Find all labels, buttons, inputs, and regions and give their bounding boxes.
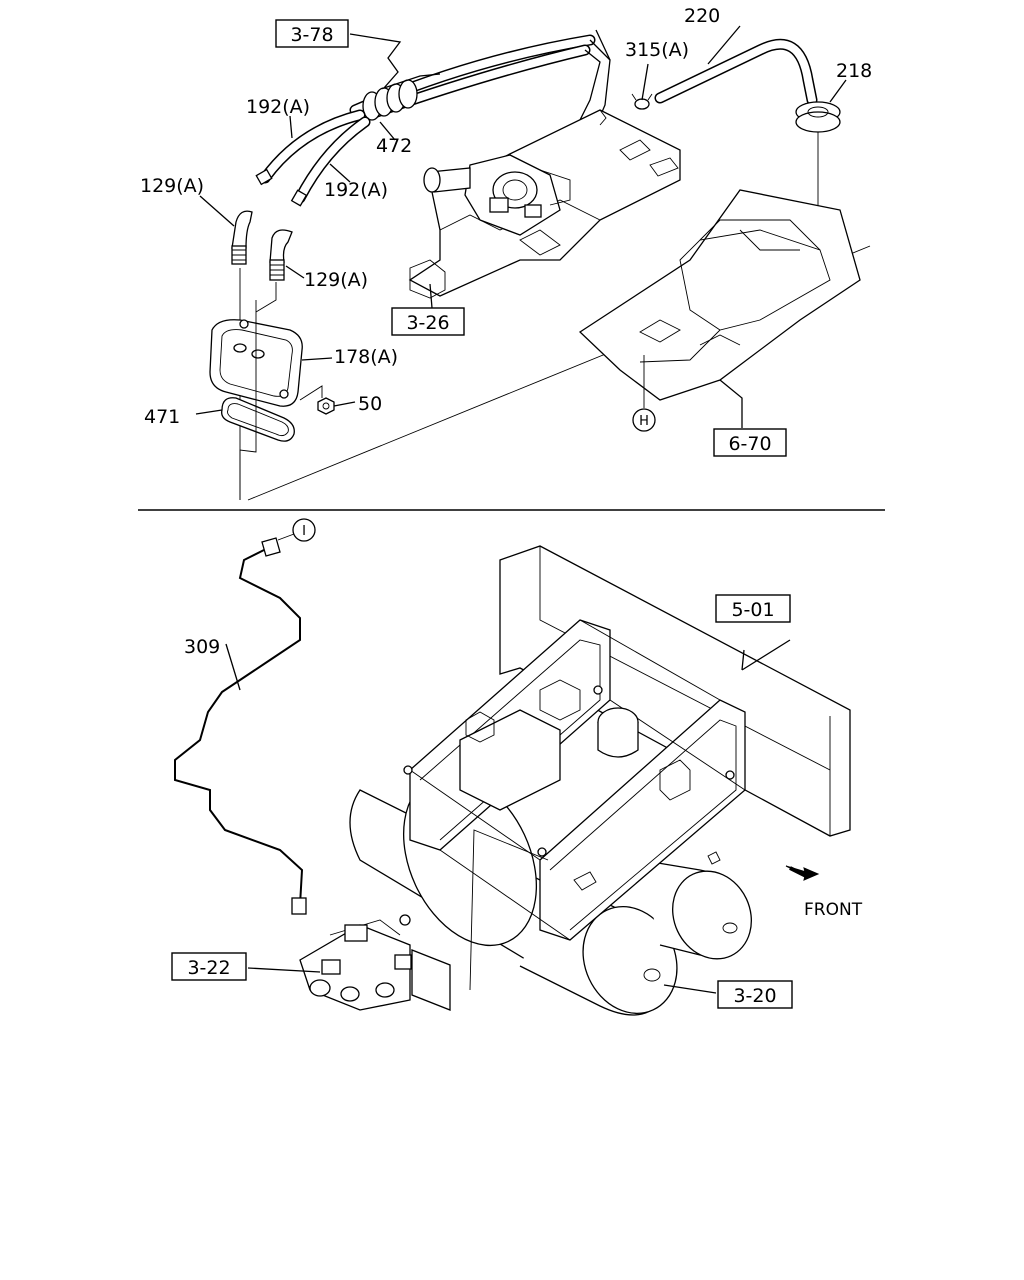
svg-text:3-26: 3-26 (406, 312, 449, 334)
label-192a-top: 192(A) (246, 96, 310, 118)
leader-50 (333, 401, 356, 407)
hoses-192a (255, 109, 371, 207)
label-472: 472 (376, 135, 412, 157)
leader-220 (707, 25, 741, 65)
svg-text:3-22: 3-22 (187, 957, 230, 979)
leader-192a-2 (329, 163, 351, 183)
front-arrow-icon (785, 865, 820, 881)
leader-129a-1 (199, 195, 235, 227)
leader-192a-1 (289, 115, 293, 139)
label-129a-right: 129(A) (304, 269, 368, 291)
ref-box-3-26: 3-26 (391, 307, 465, 336)
label-178a: 178(A) (334, 346, 398, 368)
connector-symbol-i: I (292, 518, 316, 542)
label-50: 50 (358, 393, 382, 415)
leader-315a (641, 63, 649, 101)
leader-322 (247, 967, 321, 973)
label-218: 218 (836, 60, 872, 82)
hose-220 (654, 38, 818, 106)
ref-box-3-22: 3-22 (171, 952, 247, 981)
ref-box-3-20: 3-20 (717, 980, 793, 1009)
svg-text:3-20: 3-20 (733, 985, 776, 1007)
ref-box-6-70: 6-70 (713, 428, 787, 457)
gasket-471 (221, 397, 295, 442)
front-direction-label: FRONT (804, 900, 863, 920)
leader-378 (349, 33, 441, 90)
svg-text:I: I (302, 524, 306, 539)
svg-text:6-70: 6-70 (728, 433, 771, 455)
svg-text:3-78: 3-78 (290, 24, 333, 46)
label-220: 220 (684, 5, 720, 27)
ref-box-5-01: 5-01 (715, 594, 791, 623)
label-309: 309 (184, 636, 220, 658)
leader-471 (195, 409, 223, 415)
leader-178a (301, 357, 333, 361)
svg-text:H: H (639, 414, 649, 429)
leader-hose-top (595, 29, 611, 61)
bracket-valve-assembly (408, 109, 681, 299)
cab-floor-panel (578, 189, 861, 401)
connector-symbol-h: H (632, 408, 656, 432)
hose-assembly-472 (349, 34, 611, 171)
grommet-218 (795, 101, 841, 133)
leader-valve-to-frame (469, 829, 549, 991)
nut-50 (317, 397, 335, 415)
leader-670 (719, 379, 743, 428)
leader-309 (225, 643, 241, 691)
leader-129a-2 (285, 265, 305, 279)
section-vertical-line (239, 300, 257, 500)
label-471: 471 (144, 406, 180, 428)
label-192a-mid: 192(A) (324, 179, 388, 201)
leader-320 (663, 984, 717, 994)
tank-valve-assembly (459, 679, 721, 891)
leader-218 (829, 79, 847, 103)
leader-326 (429, 283, 433, 309)
svg-text:5-01: 5-01 (731, 599, 774, 621)
valve-block (299, 914, 451, 1011)
air-line-309 (174, 537, 307, 915)
label-315a: 315(A) (625, 39, 689, 61)
leader-501 (741, 639, 791, 671)
leader-i (277, 533, 295, 541)
leader-nut (299, 385, 323, 401)
leader-472 (379, 121, 396, 141)
elbow-fitting-129a-right (269, 229, 293, 281)
label-129a-left: 129(A) (140, 175, 204, 197)
elbow-fitting-129a-left (231, 210, 253, 265)
ref-box-3-78: 3-78 (275, 19, 349, 48)
